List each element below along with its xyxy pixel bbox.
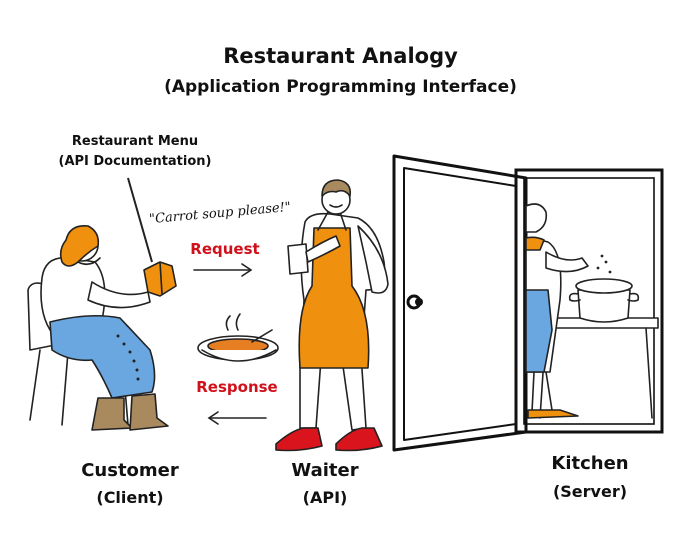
diagram-title: Restaurant Analogy — [223, 44, 458, 68]
customer-name: Customer — [81, 460, 179, 481]
waiter-figure — [275, 179, 389, 452]
request-label: Request — [190, 240, 260, 258]
menu-label-title: Restaurant Menu — [71, 134, 199, 149]
request-arrow — [193, 263, 253, 277]
customer-figure — [27, 224, 169, 431]
waiter-role: (API) — [302, 488, 348, 507]
diagram-subtitle: (Application Programming Interface) — [164, 77, 517, 97]
menu-pointer-line — [127, 177, 153, 263]
response-arrow — [207, 411, 267, 425]
menu-book — [143, 261, 177, 297]
door — [392, 154, 528, 452]
menu-label-subtitle: (API Documentation) — [58, 154, 212, 169]
chef-figure — [525, 203, 659, 419]
waiter-name: Waiter — [291, 460, 359, 481]
kitchen-doorway — [514, 168, 664, 434]
response-label: Response — [196, 378, 278, 396]
kitchen-name: Kitchen — [551, 453, 629, 474]
soup-bowl-icon — [197, 313, 279, 362]
customer-role: (Client) — [96, 488, 164, 507]
kitchen-role: (Server) — [552, 482, 628, 501]
